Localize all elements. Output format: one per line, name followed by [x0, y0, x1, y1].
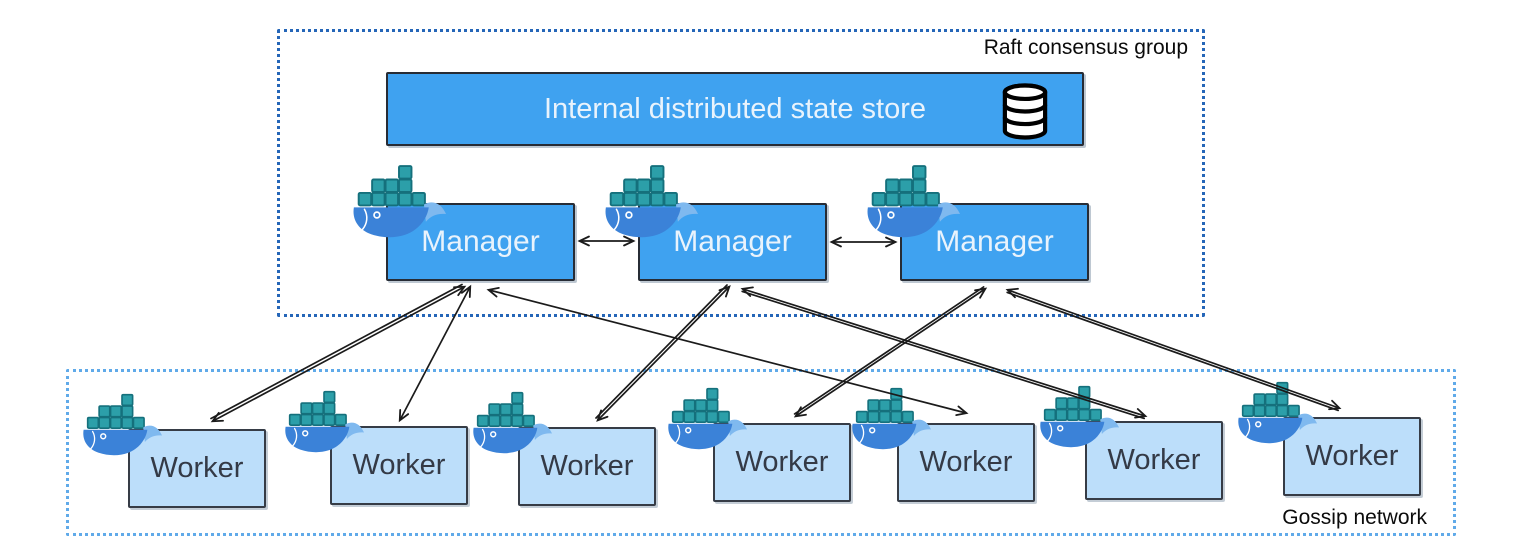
gossip-network-label: Gossip network	[1282, 506, 1427, 529]
state-store-label: Internal distributed state store	[543, 92, 927, 125]
worker-label: Worker	[150, 452, 244, 484]
worker-node-5: Worker	[897, 423, 1035, 502]
docker-whale-icon	[283, 390, 365, 457]
raft-group-label: Raft consensus group	[983, 36, 1188, 59]
docker-whale-icon	[1038, 385, 1120, 452]
docker-whale-icon	[865, 164, 961, 243]
docker-whale-icon	[471, 391, 553, 458]
manager-label: Manager	[421, 225, 540, 258]
worker-node-6: Worker	[1085, 421, 1223, 500]
docker-whale-icon	[666, 387, 748, 454]
worker-label: Worker	[540, 450, 634, 482]
worker-label: Worker	[1305, 440, 1399, 472]
docker-whale-icon	[850, 387, 932, 454]
worker-node-3: Worker	[518, 427, 656, 506]
docker-whale-icon	[81, 393, 163, 460]
worker-node-2: Worker	[330, 426, 468, 505]
docker-whale-icon	[351, 164, 447, 243]
worker-node-4: Worker	[713, 423, 851, 502]
state-store-node: Internal distributed state store	[386, 72, 1084, 146]
docker-whale-icon	[1236, 381, 1318, 448]
manager-node-3: Manager	[900, 203, 1089, 281]
docker-whale-icon	[603, 164, 699, 243]
manager-label: Manager	[935, 225, 1054, 258]
manager-label: Manager	[673, 225, 792, 258]
worker-label: Worker	[352, 449, 446, 481]
worker-label: Worker	[919, 446, 1013, 478]
worker-node-1: Worker	[128, 429, 266, 508]
worker-node-7: Worker	[1283, 417, 1421, 496]
database-icon	[998, 83, 1052, 140]
worker-label: Worker	[735, 446, 829, 478]
worker-label: Worker	[1107, 444, 1201, 476]
manager-node-2: Manager	[638, 203, 827, 281]
